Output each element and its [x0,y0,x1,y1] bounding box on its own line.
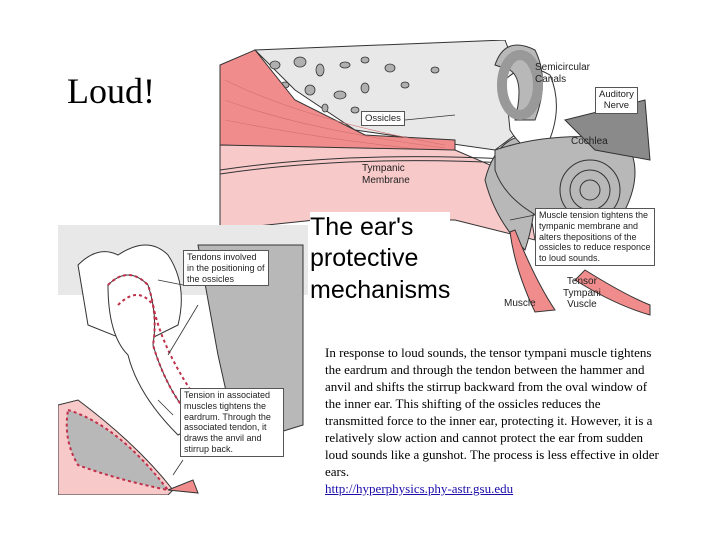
ossicle-diagram: Tendons involved in the positioning of t… [57,225,308,496]
label-auditory-nerve: Auditory Nerve [595,87,638,114]
label-tensor-tympani: Tensor Tympani Vuscle [563,276,601,310]
label-cochlea: Cochlea [571,136,608,147]
ear-illustration [219,39,651,316]
ossicle-illustration [57,225,308,496]
slide-title: Loud! [67,71,155,111]
label-muscle-tension: Muscle tension tightens the tympanic mem… [535,208,655,266]
label-tendons: Tendons involved in the positioning of t… [183,250,269,287]
label-tension: Tension in associated muscles tightens t… [180,388,284,457]
label-tympanic-membrane: Tympanic Membrane [362,163,410,186]
caption: In response to loud sounds, the tensor t… [325,344,660,497]
label-ossicles: Ossicles [361,111,405,127]
ear-diagram: Semicircular Canals Auditory Nerve Ossic… [205,39,655,316]
caption-text: In response to loud sounds, the tensor t… [325,345,659,479]
source-link[interactable]: http://hyperphysics.phy-astr.gsu.edu [325,481,514,496]
figure-title: The ear's protective mechanisms [310,212,451,306]
label-semicircular-canals: Semicircular Canals [535,62,591,85]
label-muscle: Muscle [504,298,536,309]
